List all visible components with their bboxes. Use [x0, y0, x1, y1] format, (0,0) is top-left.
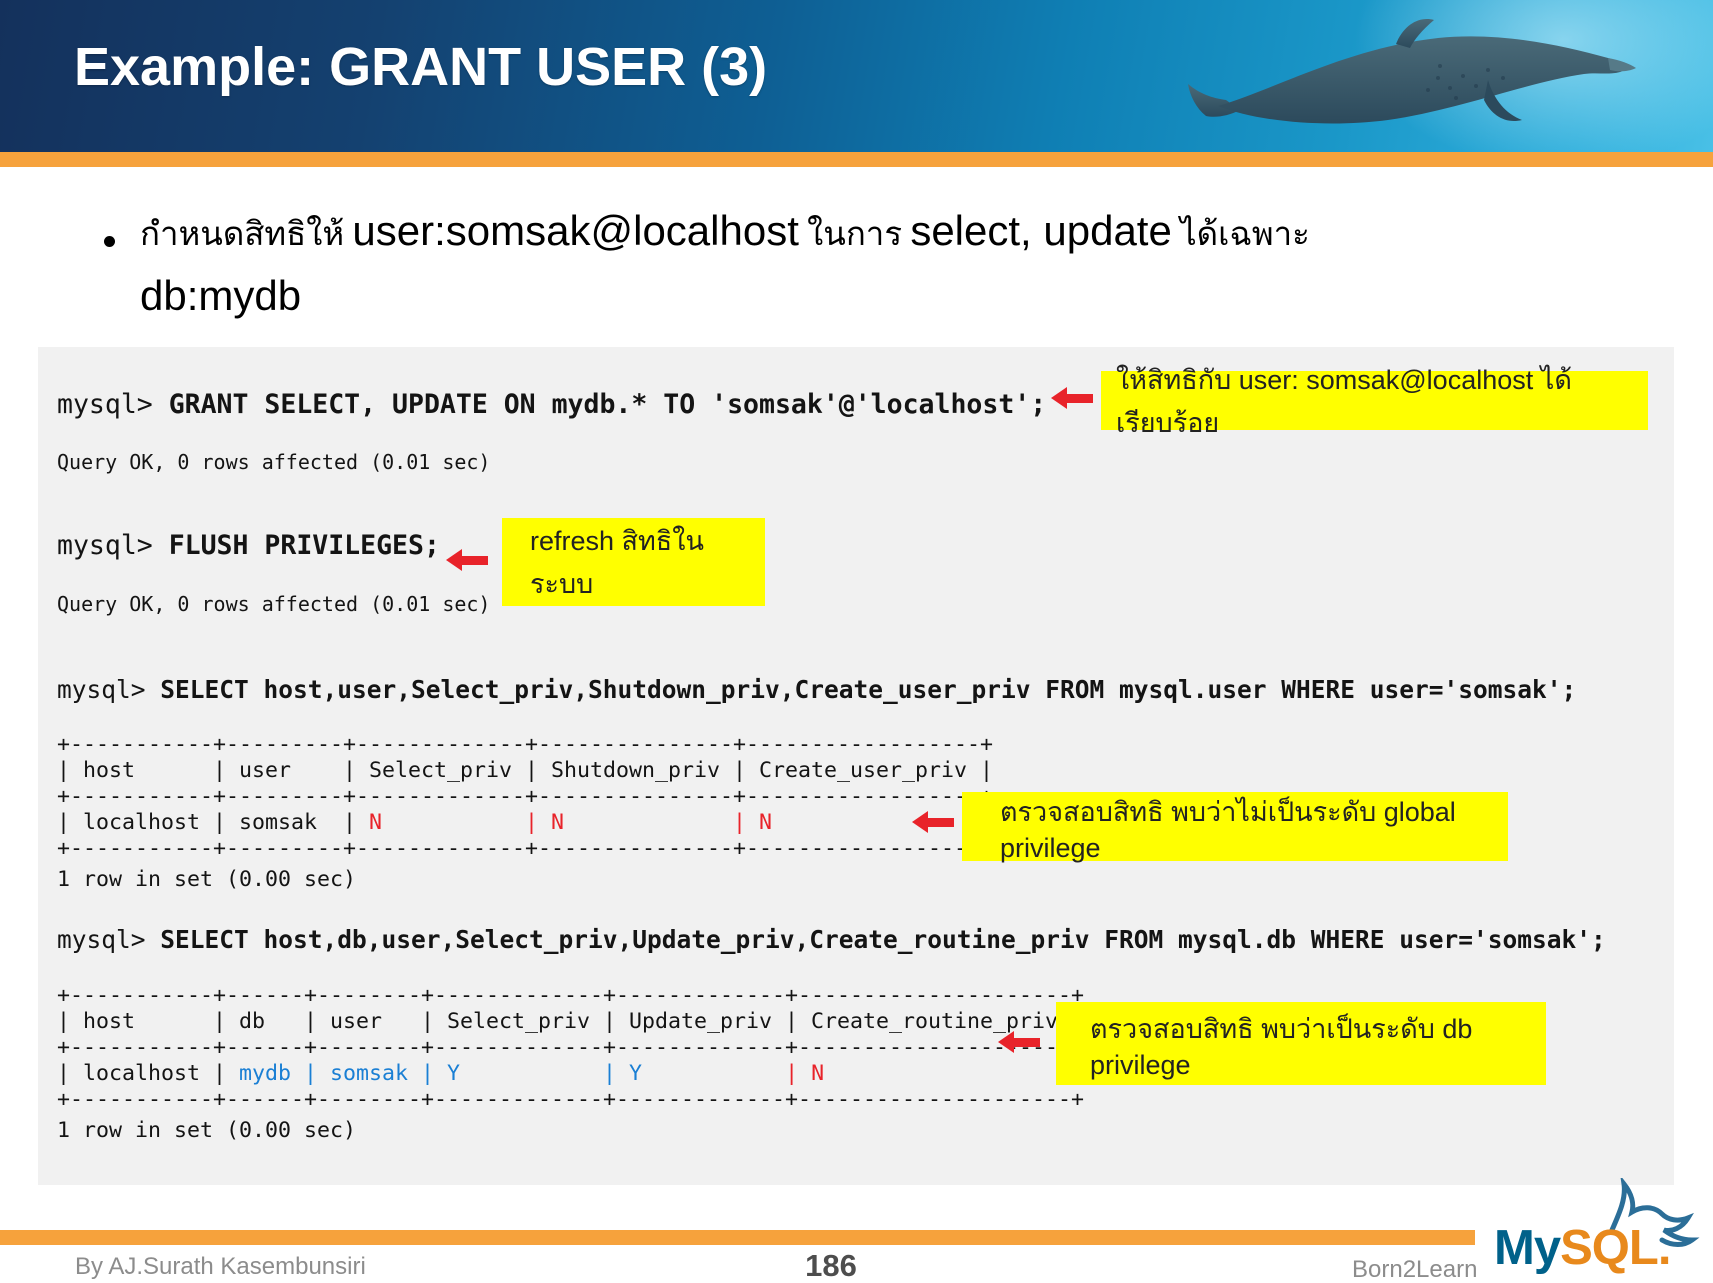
table-header-row: | host | db | user | Select_priv | Updat… — [57, 1008, 1085, 1034]
query-ok-1: Query OK, 0 rows affected (0.01 sec) — [57, 450, 491, 474]
table-border: +-----------+---------+-------------+---… — [57, 732, 994, 757]
cell-db-values-blue: mydb | somsak | Y | Y — [239, 1060, 643, 1086]
command-select-db: mysql> SELECT host,db,user,Select_priv,U… — [57, 925, 1606, 954]
header-orange-stripe — [0, 152, 1713, 167]
bullet-line-2: db:mydb — [140, 272, 302, 319]
left-arrow-icon — [446, 549, 488, 571]
table-header-row: | host | user | Select_priv | Shutdown_p… — [57, 757, 994, 783]
bullet-thai-2: ในการ — [798, 217, 911, 253]
annotation-grant: ให้สิทธิกับ user: somsak@localhost ได้เร… — [1101, 365, 1648, 438]
rows-in-set: 1 row in set (0.00 sec) — [57, 1117, 357, 1143]
bullet-dot — [104, 236, 115, 247]
query-ok-2: Query OK, 0 rows affected (0.01 sec) — [57, 592, 491, 616]
annotation-db-check: ตรวจสอบสิทธิ พบว่าเป็นระดับ db privilege — [1056, 1002, 1546, 1085]
table-data-row: | localhost | somsak | N | N | N | — [57, 810, 993, 836]
cell-padding: | — [772, 809, 994, 835]
mysql-prompt: mysql> — [57, 530, 169, 561]
cell-padding: | — [824, 1060, 1085, 1086]
bullet-latin-1: user:somsak@localhost — [352, 207, 799, 254]
rows-in-set: 1 row in set (0.00 sec) — [57, 866, 357, 892]
mysql-prompt: mysql> — [57, 925, 161, 954]
page-number: 186 — [805, 1248, 857, 1283]
left-arrow-icon — [912, 811, 954, 833]
annotation-global-check: ตรวจสอบสิทธิ พบว่าไม่เป็นระดับ global pr… — [962, 792, 1508, 863]
command-select-db-text: SELECT host,db,user,Select_priv,Update_p… — [160, 925, 1606, 954]
command-flush: mysql> FLUSH PRIVILEGES; — [57, 530, 440, 561]
result-table-db: +-----------+------+--------+-----------… — [57, 983, 1084, 1143]
left-arrow-icon — [1051, 387, 1093, 409]
logo-sql: SQL — [1560, 1221, 1659, 1275]
cell-padding — [642, 1061, 785, 1086]
mysql-prompt: mysql> — [57, 389, 169, 420]
annotation-flush: refresh สิทธิในระบบ — [502, 518, 765, 606]
table-border: +-----------+------+--------+-----------… — [57, 983, 1085, 1008]
table-border: +-----------+------+--------+-----------… — [57, 1034, 1085, 1060]
bullet-thai-1: กำหนดสิทธิให้ — [140, 217, 353, 253]
terminal-window: mysql> GRANT SELECT, UPDATE ON mydb.* TO… — [38, 347, 1674, 1185]
mysql-logo-text: MySQL. — [1494, 1220, 1672, 1276]
command-select-user-text: SELECT host,user,Select_priv,Shutdown_pr… — [160, 675, 1577, 704]
cell-priv-value-red: | N — [785, 1060, 825, 1086]
result-table-user: +-----------+---------+-------------+---… — [57, 732, 993, 892]
logo-my: My — [1494, 1221, 1561, 1275]
mysql-logo: MySQL. — [1492, 1178, 1710, 1278]
command-select-user: mysql> SELECT host,user,Select_priv,Shut… — [57, 675, 1576, 704]
footer-author: By AJ.Surath Kasembunsiri — [75, 1253, 366, 1280]
command-grant-text: GRANT SELECT, UPDATE ON mydb.* TO 'somsa… — [168, 389, 1047, 420]
cell-host: | localhost | — [57, 1060, 240, 1086]
mysql-dolphin-swoosh-icon — [1609, 1178, 1700, 1247]
cell-host-user: | localhost | somsak | — [57, 809, 370, 835]
command-flush-text: FLUSH PRIVILEGES; — [168, 530, 440, 561]
command-grant: mysql> GRANT SELECT, UPDATE ON mydb.* TO… — [57, 389, 1046, 420]
footer-brand: Born2Learn — [1352, 1256, 1478, 1283]
logo-dot: . — [1657, 1221, 1672, 1275]
dolphin-photo-icon — [1188, 19, 1636, 124]
bullet-thai-3: ได้เฉพาะ — [1171, 217, 1310, 253]
bullet-latin-2: select, update — [910, 207, 1172, 254]
table-data-row: | localhost | mydb | somsak | Y | Y | N … — [57, 1061, 1084, 1087]
mysql-prompt: mysql> — [57, 675, 161, 704]
table-border: +-----------+---------+-------------+---… — [57, 835, 994, 861]
table-border: +-----------+------+--------+-----------… — [57, 1086, 1085, 1112]
left-arrow-icon — [998, 1031, 1040, 1053]
table-border: +-----------+---------+-------------+---… — [57, 783, 994, 809]
page-title: Example: GRANT USER (3) — [74, 37, 768, 97]
footer-orange-stripe — [0, 1230, 1475, 1245]
cell-priv-values-red: N | N | N — [369, 809, 773, 835]
bullet-line-1: กำหนดสิทธิให้ user:somsak@localhost ในกา… — [140, 200, 1470, 272]
header-banner: Example: GRANT USER (3) — [0, 0, 1713, 152]
